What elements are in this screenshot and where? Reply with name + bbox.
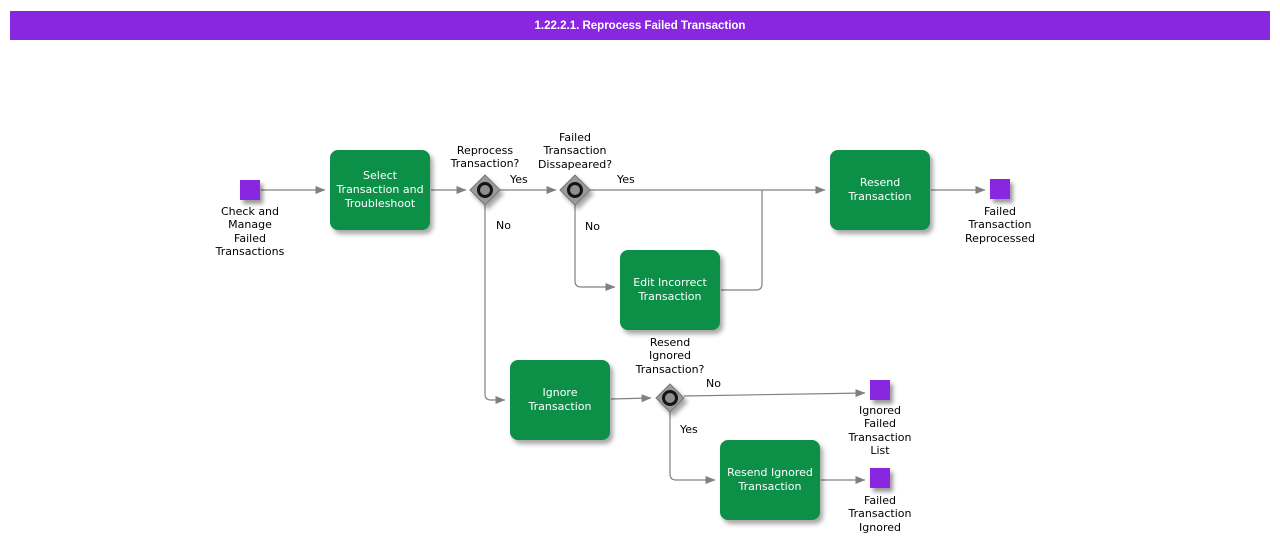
- edge-ignore-to-gateway: [610, 394, 652, 403]
- edge-label-disappeared-no: No: [585, 220, 600, 233]
- edge-label-reprocess-yes: Yes: [510, 173, 528, 186]
- task-edit-incorrect-transaction[interactable]: Edit Incorrect Transaction: [620, 250, 720, 330]
- start-event-square[interactable]: [240, 180, 260, 200]
- gateway-resend-ignored-transaction[interactable]: [655, 383, 685, 413]
- end-event-reprocessed-square[interactable]: [990, 179, 1010, 199]
- end-event-ignored-list-label: Ignored Failed Transaction List: [848, 404, 912, 458]
- task-resend-transaction[interactable]: Resend Transaction: [830, 150, 930, 230]
- end-event-ignored-square[interactable]: [870, 468, 890, 488]
- task-resend-ignored-transaction[interactable]: Resend Ignored Transaction: [720, 440, 820, 520]
- edge-reprocess-no-to-ignore: [484, 205, 506, 404]
- task-resend-ignored-label: Resend Ignored Transaction: [727, 466, 813, 493]
- task-edit-label: Edit Incorrect Transaction: [633, 276, 707, 303]
- edge-label-reprocess-no: No: [496, 219, 511, 232]
- edge-resendignored-yes: [669, 412, 716, 484]
- end-event-reprocessed-label: Failed Transaction Reprocessed: [965, 205, 1035, 245]
- edge-label-resend-ignored-yes: Yes: [680, 423, 698, 436]
- edge-edit-loop-to-resend: [721, 190, 763, 291]
- edge-disappeared-no-to-edit: [574, 205, 616, 291]
- title-bar: 1.22.2.1. Reprocess Failed Transaction: [10, 11, 1270, 40]
- task-ignore-transaction[interactable]: Ignore Transaction: [510, 360, 610, 440]
- task-select-label: Select Transaction and Troubleshoot: [336, 169, 424, 210]
- edge-label-disappeared-yes: Yes: [617, 173, 635, 186]
- gateway-resend-ignored-question: Resend Ignored Transaction?: [635, 336, 705, 376]
- task-resend-label: Resend Transaction: [848, 176, 912, 203]
- end-event-ignored-list-square[interactable]: [870, 380, 890, 400]
- gateway-disappeared-question: Failed Transaction Dissapeared?: [537, 131, 613, 171]
- gateway-failed-transaction-disappeared[interactable]: [559, 174, 591, 206]
- start-event-label: Check and Manage Failed Transactions: [215, 205, 285, 259]
- gateway-reprocess-transaction[interactable]: [469, 174, 501, 206]
- page-title: 1.22.2.1. Reprocess Failed Transaction: [534, 19, 746, 32]
- edge-resendignored-no-to-list: [683, 389, 866, 398]
- gateway-reprocess-question: Reprocess Transaction?: [450, 144, 520, 171]
- task-ignore-label: Ignore Transaction: [528, 386, 592, 413]
- edge-label-resend-ignored-no: No: [706, 377, 721, 390]
- end-event-ignored-label: Failed Transaction Ignored: [848, 494, 912, 534]
- task-select-transaction[interactable]: Select Transaction and Troubleshoot: [330, 150, 430, 230]
